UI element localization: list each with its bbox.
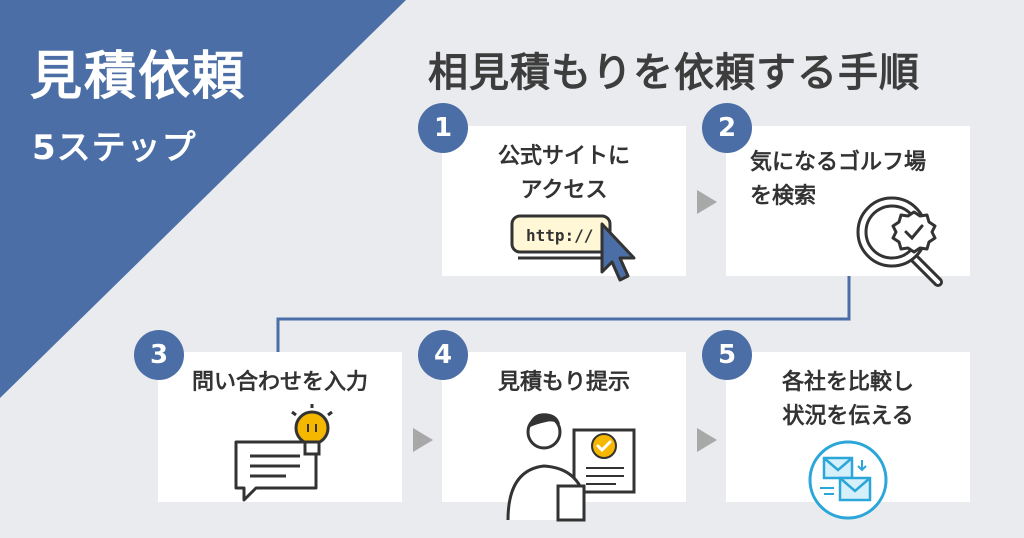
url-text: http:// bbox=[526, 226, 593, 245]
step-4-line-1: 見積もり提示 bbox=[497, 370, 630, 395]
step-2-text: 気になるゴルフ場 を検索 bbox=[726, 146, 970, 214]
step-3-text: 問い合わせを入力 bbox=[158, 366, 402, 400]
step-2-line-1: 気になるゴルフ場 bbox=[750, 150, 927, 175]
page-title: 相見積もりを依頼する手順 bbox=[428, 50, 920, 96]
connector-line bbox=[276, 276, 851, 352]
step-1-badge: 1 bbox=[418, 103, 468, 153]
mail-exchange-icon bbox=[808, 440, 888, 520]
step-5-badge: 5 bbox=[702, 330, 752, 380]
step-5-line-1: 各社を比較し bbox=[781, 370, 914, 395]
arrow-1-to-2 bbox=[697, 190, 717, 214]
step-2-line-2: を検索 bbox=[750, 184, 817, 209]
arrow-4-to-5 bbox=[697, 428, 717, 452]
step-5-line-2: 状況を伝える bbox=[782, 404, 914, 429]
step-4-text: 見積もり提示 bbox=[442, 366, 686, 400]
step-1-line-2: アクセス bbox=[520, 178, 608, 203]
step-2-badge: 2 bbox=[702, 103, 752, 153]
step-4-badge: 4 bbox=[418, 330, 468, 380]
person-document-icon bbox=[506, 413, 636, 522]
step-1-line-1: 公式サイトに bbox=[497, 144, 630, 169]
step-5-text: 各社を比較し 状況を伝える bbox=[726, 366, 970, 434]
magnifier-check-icon bbox=[856, 196, 943, 287]
step-card-2: 気になるゴルフ場 を検索 bbox=[726, 126, 970, 276]
chat-lightbulb-icon bbox=[234, 404, 333, 502]
banner-title: 見積依頼 bbox=[30, 47, 247, 107]
step-1-text: 公式サイトに アクセス bbox=[442, 140, 686, 208]
banner-subtitle: 5ステップ bbox=[32, 128, 197, 168]
step-3-line-1: 問い合わせを入力 bbox=[191, 370, 368, 395]
arrow-3-to-4 bbox=[413, 428, 433, 452]
step-3-badge: 3 bbox=[134, 330, 184, 380]
browser-cursor-icon: http:// bbox=[510, 214, 636, 282]
